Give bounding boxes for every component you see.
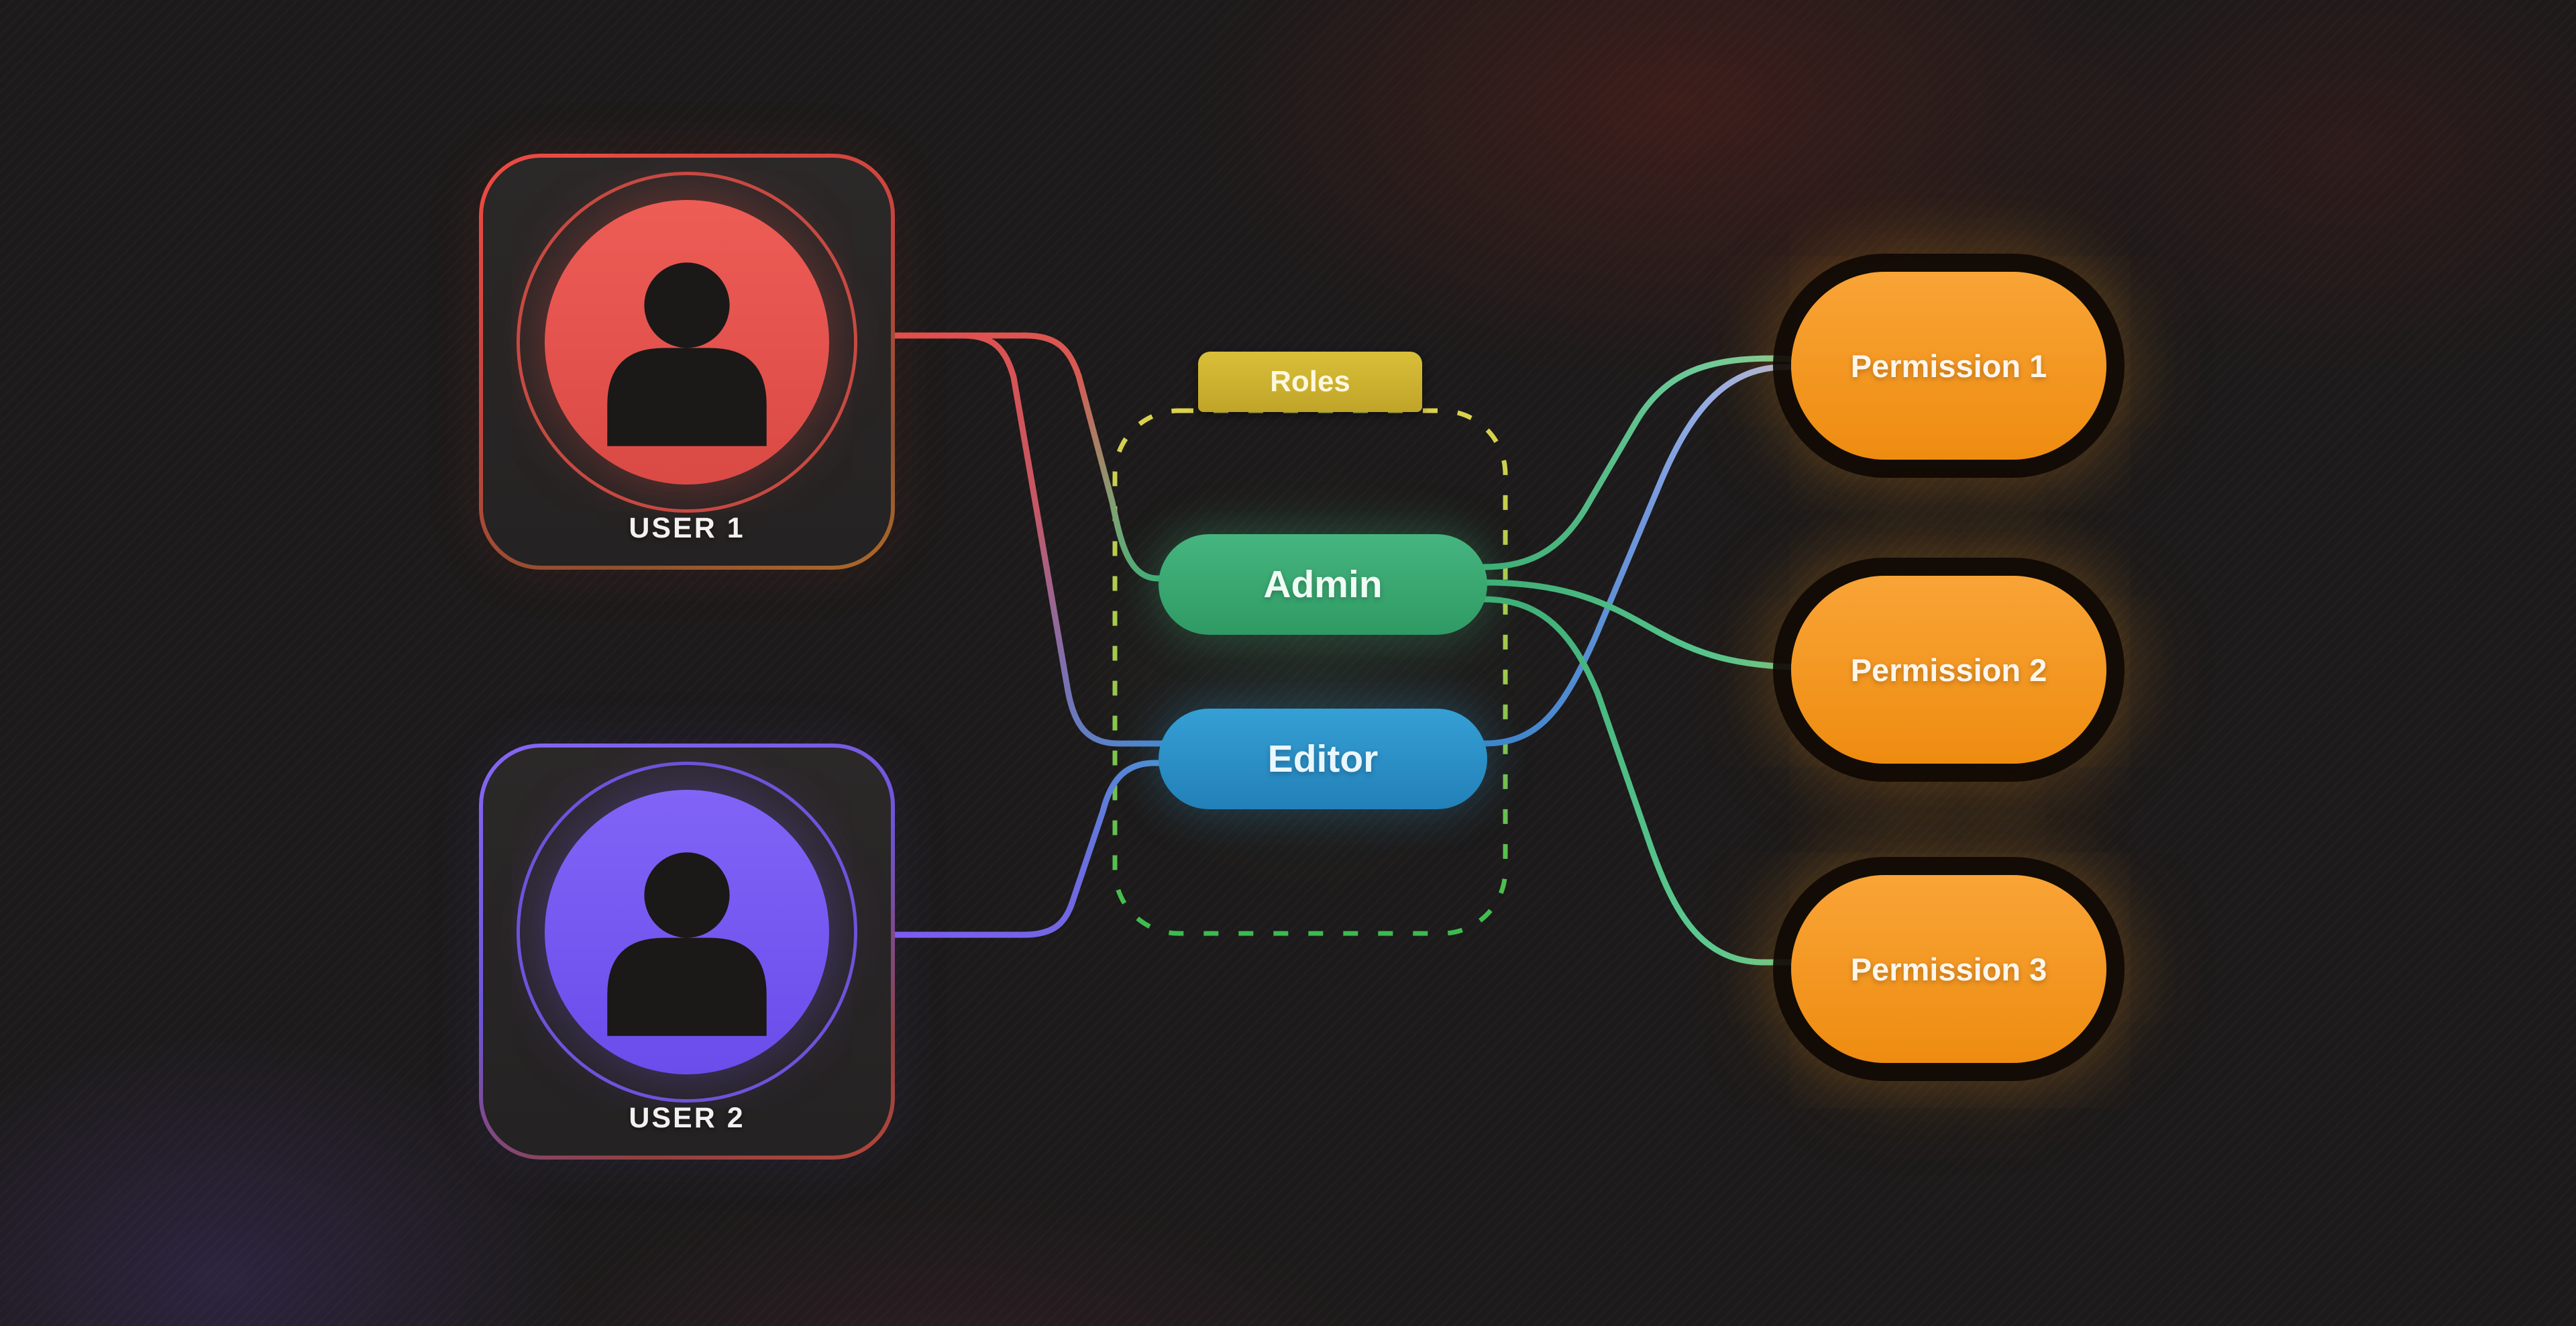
role-editor-label: Editor [1267,737,1379,780]
permission-1-node: Permission 1 [1791,272,2106,460]
role-admin-label: Admin [1263,563,1383,606]
edge-user1-admin [883,332,1167,582]
permission-3-label: Permission 3 [1850,951,2047,987]
user-2-avatar-ring [517,762,857,1103]
roles-group-tag: Roles [1198,352,1422,412]
person-icon [607,852,767,1036]
edge-admin-permission2 [1481,579,1816,671]
edge-user1-editor [883,332,1167,747]
edge-user2-editor [883,760,1167,938]
edge-editor-permission1 [1481,364,1816,747]
edge-admin-permission3 [1481,596,1816,966]
role-admin-node: Admin [1159,534,1487,635]
permission-1-label: Permission 1 [1850,348,2047,384]
permission-2-label: Permission 2 [1850,652,2047,688]
user-2-node: USER 2 [479,744,895,1160]
user-1-avatar-ring [517,172,857,513]
permission-3-node: Permission 3 [1791,875,2106,1063]
permission-2-node: Permission 2 [1791,576,2106,764]
user-1-node: USER 1 [479,154,895,570]
person-icon [607,262,767,446]
user-1-label: USER 1 [629,512,745,544]
edge-admin-permission1 [1481,355,1816,570]
roles-group-border [1112,408,1508,936]
user-2-avatar [545,790,829,1074]
role-editor-node: Editor [1159,709,1487,809]
user-2-label: USER 2 [629,1102,745,1134]
user-1-avatar [545,200,829,484]
